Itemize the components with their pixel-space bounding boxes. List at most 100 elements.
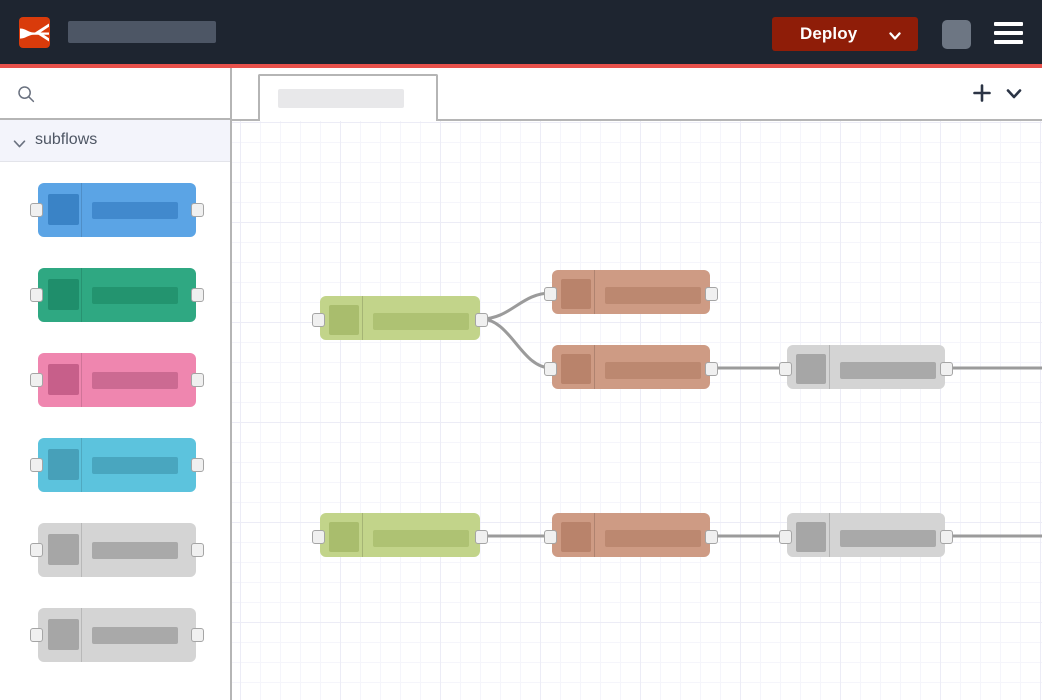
palette-node-2[interactable] bbox=[30, 268, 204, 322]
node-icon bbox=[48, 279, 79, 310]
node-divider bbox=[81, 523, 82, 577]
user-avatar-placeholder[interactable] bbox=[942, 20, 971, 49]
flow-wires bbox=[480, 291, 1042, 538]
node-output-port[interactable] bbox=[191, 628, 204, 642]
node-output-port[interactable] bbox=[191, 203, 204, 217]
node-output-port[interactable] bbox=[940, 362, 953, 376]
node-input-port[interactable] bbox=[779, 530, 792, 544]
node-icon bbox=[561, 522, 591, 552]
node-label-placeholder bbox=[92, 627, 178, 644]
node-output-port[interactable] bbox=[705, 530, 718, 544]
node-output-port[interactable] bbox=[705, 287, 718, 301]
node-label-placeholder bbox=[92, 542, 178, 559]
node-red-logo-icon[interactable] bbox=[19, 17, 50, 48]
flow-node-salmon-1[interactable] bbox=[544, 270, 718, 314]
flow-node-green-1[interactable] bbox=[312, 296, 488, 340]
deploy-button[interactable]: Deploy bbox=[772, 17, 918, 51]
node-input-port[interactable] bbox=[544, 530, 557, 544]
node-label-placeholder bbox=[92, 372, 178, 389]
node-icon bbox=[796, 354, 826, 384]
workspace-tab-label bbox=[278, 89, 404, 108]
node-input-port[interactable] bbox=[30, 203, 43, 217]
hamburger-bar bbox=[994, 31, 1023, 35]
node-input-port[interactable] bbox=[544, 362, 557, 376]
node-divider bbox=[81, 438, 82, 492]
flow-node-salmon-2[interactable] bbox=[544, 345, 718, 389]
node-output-port[interactable] bbox=[940, 530, 953, 544]
node-icon bbox=[329, 305, 359, 335]
node-divider bbox=[81, 268, 82, 322]
palette-node-6[interactable] bbox=[30, 608, 204, 662]
node-output-port[interactable] bbox=[191, 458, 204, 472]
node-label-placeholder bbox=[92, 202, 178, 219]
flow-node-gray-1[interactable] bbox=[779, 345, 953, 389]
node-label-placeholder bbox=[605, 362, 701, 379]
node-divider bbox=[829, 345, 830, 389]
workspace-tab-active[interactable] bbox=[258, 74, 438, 121]
node-icon bbox=[329, 522, 359, 552]
node-output-port[interactable] bbox=[191, 373, 204, 387]
palette-sidebar: subflows bbox=[0, 68, 232, 700]
node-input-port[interactable] bbox=[30, 458, 43, 472]
node-divider bbox=[829, 513, 830, 557]
node-label-placeholder bbox=[605, 530, 701, 547]
node-input-port[interactable] bbox=[30, 288, 43, 302]
hamburger-menu-icon[interactable] bbox=[994, 22, 1023, 45]
node-icon bbox=[48, 534, 79, 565]
node-input-port[interactable] bbox=[544, 287, 557, 301]
flow-title-placeholder[interactable] bbox=[68, 21, 216, 43]
node-icon bbox=[796, 522, 826, 552]
node-divider bbox=[81, 183, 82, 237]
node-icon bbox=[561, 354, 591, 384]
node-input-port[interactable] bbox=[30, 628, 43, 642]
node-divider bbox=[362, 296, 363, 340]
node-label-placeholder bbox=[92, 287, 178, 304]
node-output-port[interactable] bbox=[705, 362, 718, 376]
palette-node-4[interactable] bbox=[30, 438, 204, 492]
node-input-port[interactable] bbox=[30, 373, 43, 387]
palette-node-3[interactable] bbox=[30, 353, 204, 407]
app-header: Deploy bbox=[0, 0, 1042, 64]
flow-canvas[interactable] bbox=[232, 121, 1042, 700]
node-input-port[interactable] bbox=[30, 543, 43, 557]
node-label-placeholder bbox=[373, 313, 469, 330]
node-icon bbox=[48, 194, 79, 225]
node-divider bbox=[594, 270, 595, 314]
chevron-down-icon bbox=[13, 136, 26, 148]
node-label-placeholder bbox=[92, 457, 178, 474]
search-icon bbox=[17, 85, 35, 103]
flow-node-gray-2[interactable] bbox=[779, 513, 953, 557]
palette-search-input[interactable] bbox=[0, 68, 230, 120]
node-label-placeholder bbox=[605, 287, 701, 304]
palette-node-5[interactable] bbox=[30, 523, 204, 577]
plus-icon[interactable] bbox=[970, 81, 994, 105]
palette-group-subflows[interactable]: subflows bbox=[0, 120, 230, 162]
node-divider bbox=[594, 513, 595, 557]
node-icon bbox=[48, 619, 79, 650]
node-divider bbox=[594, 345, 595, 389]
palette-node-1[interactable] bbox=[30, 183, 204, 237]
palette-group-label: subflows bbox=[35, 131, 98, 148]
node-input-port[interactable] bbox=[312, 530, 325, 544]
node-label-placeholder bbox=[840, 530, 936, 547]
node-output-port[interactable] bbox=[191, 543, 204, 557]
deploy-button-label: Deploy bbox=[800, 24, 858, 43]
chevron-down-icon[interactable] bbox=[1002, 81, 1026, 105]
chevron-down-icon bbox=[888, 29, 901, 41]
wire-green1-salmon2[interactable] bbox=[480, 317, 552, 370]
wire-green1-salmon1[interactable] bbox=[480, 291, 552, 321]
node-label-placeholder bbox=[373, 530, 469, 547]
node-output-port[interactable] bbox=[475, 313, 488, 327]
node-divider bbox=[362, 513, 363, 557]
flow-node-green-2[interactable] bbox=[312, 513, 488, 557]
header-accent-stripe bbox=[0, 64, 1042, 68]
node-input-port[interactable] bbox=[312, 313, 325, 327]
node-output-port[interactable] bbox=[475, 530, 488, 544]
workspace-tabbar bbox=[232, 68, 1042, 121]
flow-node-salmon-3[interactable] bbox=[544, 513, 718, 557]
node-output-port[interactable] bbox=[191, 288, 204, 302]
node-icon bbox=[48, 449, 79, 480]
node-input-port[interactable] bbox=[779, 362, 792, 376]
node-divider bbox=[81, 353, 82, 407]
